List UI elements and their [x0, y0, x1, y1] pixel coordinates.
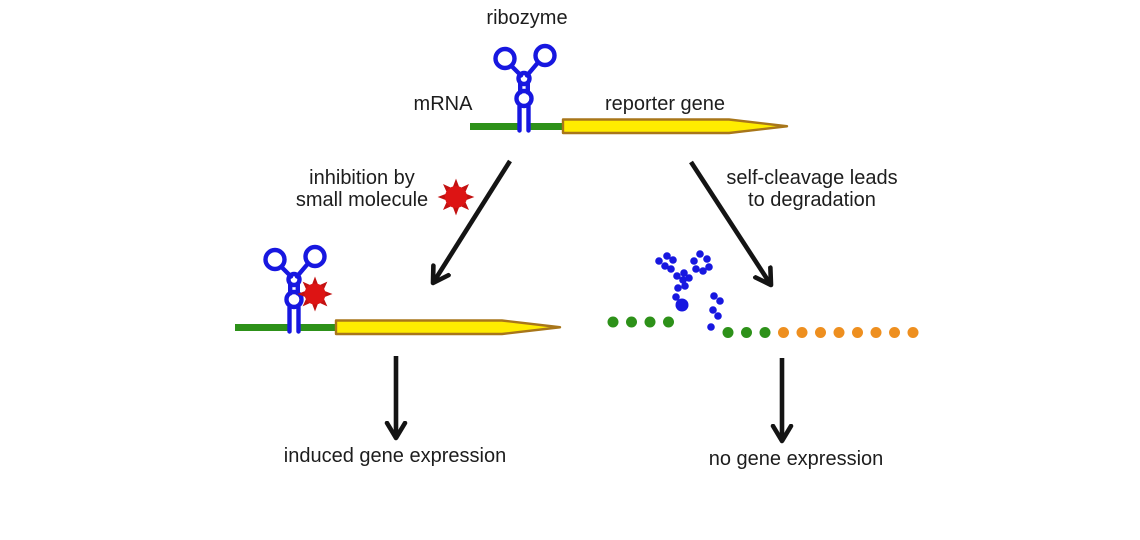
degraded-reporter-dot: [889, 327, 900, 338]
degraded-mrna-5prime-dots: [607, 316, 674, 328]
degraded-ribozyme-dot: [709, 306, 717, 314]
cleavage-label-line1: self-cleavage leads: [726, 167, 898, 189]
degraded-reporter-dot: [833, 327, 845, 338]
degraded-ribozyme-dot: [714, 312, 722, 320]
degraded-ribozyme-dot: [690, 257, 698, 265]
degraded-reporter-dot: [815, 327, 826, 338]
cleavage-label-line2: to degradation: [748, 189, 876, 211]
degraded-ribozyme-dot: [716, 297, 724, 305]
degraded-ribozyme-dot: [703, 255, 711, 263]
degraded-ribozyme-dot: [707, 323, 715, 331]
degraded-ribozyme-dot: [675, 298, 689, 312]
inhibited-construct: [235, 247, 562, 336]
degraded-ribozyme-dot: [696, 250, 704, 258]
degraded-ribozyme-dot: [655, 257, 663, 265]
degraded-ribozyme-dot: [681, 282, 689, 290]
inhibition-label-line1: inhibition by: [309, 167, 415, 189]
degraded-ribozyme-dot: [669, 256, 677, 264]
bound-small-molecule-icon: [297, 276, 333, 312]
ribozyme-structure-icon: [496, 46, 555, 132]
mrna-label: mRNA: [413, 93, 473, 115]
reporter-gene-arrow: [334, 319, 562, 336]
degraded-reporter-dots: [778, 327, 919, 338]
inhibition-label-line2: small molecule: [295, 189, 429, 211]
degraded-mrna-dot: [644, 316, 656, 328]
degraded-ribozyme-dot: [705, 263, 713, 271]
degraded-ribozyme-dot: [672, 293, 680, 301]
ribozyme-label: ribozyme: [486, 7, 568, 29]
degraded-reporter-dot: [870, 327, 882, 338]
degraded-mrna-dot: [663, 316, 674, 328]
intact-construct: [470, 46, 789, 135]
degraded-ribozyme-dot: [710, 292, 718, 300]
reporter-gene-label: reporter gene: [604, 93, 726, 115]
inhibition-label: inhibition by small molecule: [296, 167, 428, 211]
degraded-ribozyme-dot: [692, 265, 700, 273]
small-molecule-icon: [437, 178, 475, 216]
degraded-reporter-dot: [852, 327, 863, 338]
degraded-ribozyme-dot: [680, 269, 688, 277]
degraded-ribozyme-dot: [685, 274, 693, 282]
degraded-ribozyme-dot: [679, 276, 687, 284]
reporter-gene-arrow: [561, 118, 789, 135]
no-expression-label: no gene expression: [708, 448, 884, 470]
degraded-reporter-dot: [796, 327, 808, 338]
left-branch-arrow: [433, 159, 512, 283]
degraded-mrna-dot: [722, 327, 734, 338]
degraded-ribozyme-dot: [699, 267, 707, 275]
degraded-mrna-dot: [741, 327, 752, 338]
degraded-ribozyme-dot: [674, 284, 682, 292]
degraded-reporter-dot: [778, 327, 789, 338]
degraded-mrna-dot: [759, 327, 771, 338]
degraded-ribozyme-dot: [667, 265, 675, 273]
cleavage-label: self-cleavage leads to degradation: [726, 167, 897, 211]
degraded-ribozyme-dot: [673, 272, 681, 280]
degraded-ribozyme-dots: [655, 250, 724, 331]
right-branch-arrow: [689, 160, 771, 285]
degraded-mrna-3prime-dots: [722, 327, 771, 338]
degraded-ribozyme-dot: [661, 262, 669, 270]
mrna-line: [235, 324, 337, 331]
induced-expression-label: induced gene expression: [283, 445, 507, 467]
degraded-reporter-dot: [907, 327, 919, 338]
degraded-ribozyme-dot: [663, 252, 671, 260]
degraded-mrna-dot: [626, 316, 637, 328]
degraded-mrna-dot: [607, 316, 619, 328]
